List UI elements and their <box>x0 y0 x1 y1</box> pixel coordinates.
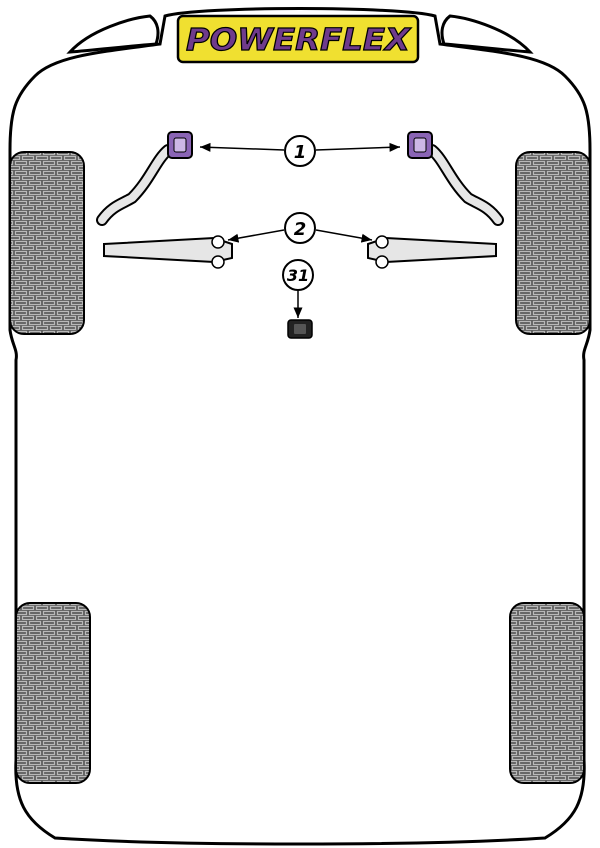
bush-31 <box>287 319 313 339</box>
logo-text: POWERFLEX <box>186 23 412 58</box>
right-mirror-outline <box>440 14 534 54</box>
tyre-front-left <box>9 151 85 335</box>
lower-arm-right <box>367 235 497 269</box>
anti-roll-bar-right <box>407 131 504 226</box>
callout-31: 31 <box>282 259 314 291</box>
callout-2: 2 <box>284 212 316 244</box>
tyre-rear-left <box>15 602 91 784</box>
callout-1-label: 1 <box>294 142 307 163</box>
left-mirror-outline <box>66 14 160 54</box>
callout-2-label: 2 <box>294 219 307 240</box>
car-body-outline <box>8 7 592 846</box>
callout-31-label: 31 <box>287 266 309 285</box>
bush-1-right <box>407 131 433 159</box>
callout-2-arrows <box>227 229 373 243</box>
bush-1-left <box>167 131 193 159</box>
tyre-rear-right <box>509 602 585 784</box>
anti-roll-bar-left <box>96 131 193 226</box>
tyre-front-right <box>515 151 591 335</box>
callout-1-arrows <box>199 142 401 152</box>
callout-1: 1 <box>284 135 316 167</box>
powerflex-logo: POWERFLEX <box>176 14 420 64</box>
lower-arm-left <box>103 235 233 269</box>
